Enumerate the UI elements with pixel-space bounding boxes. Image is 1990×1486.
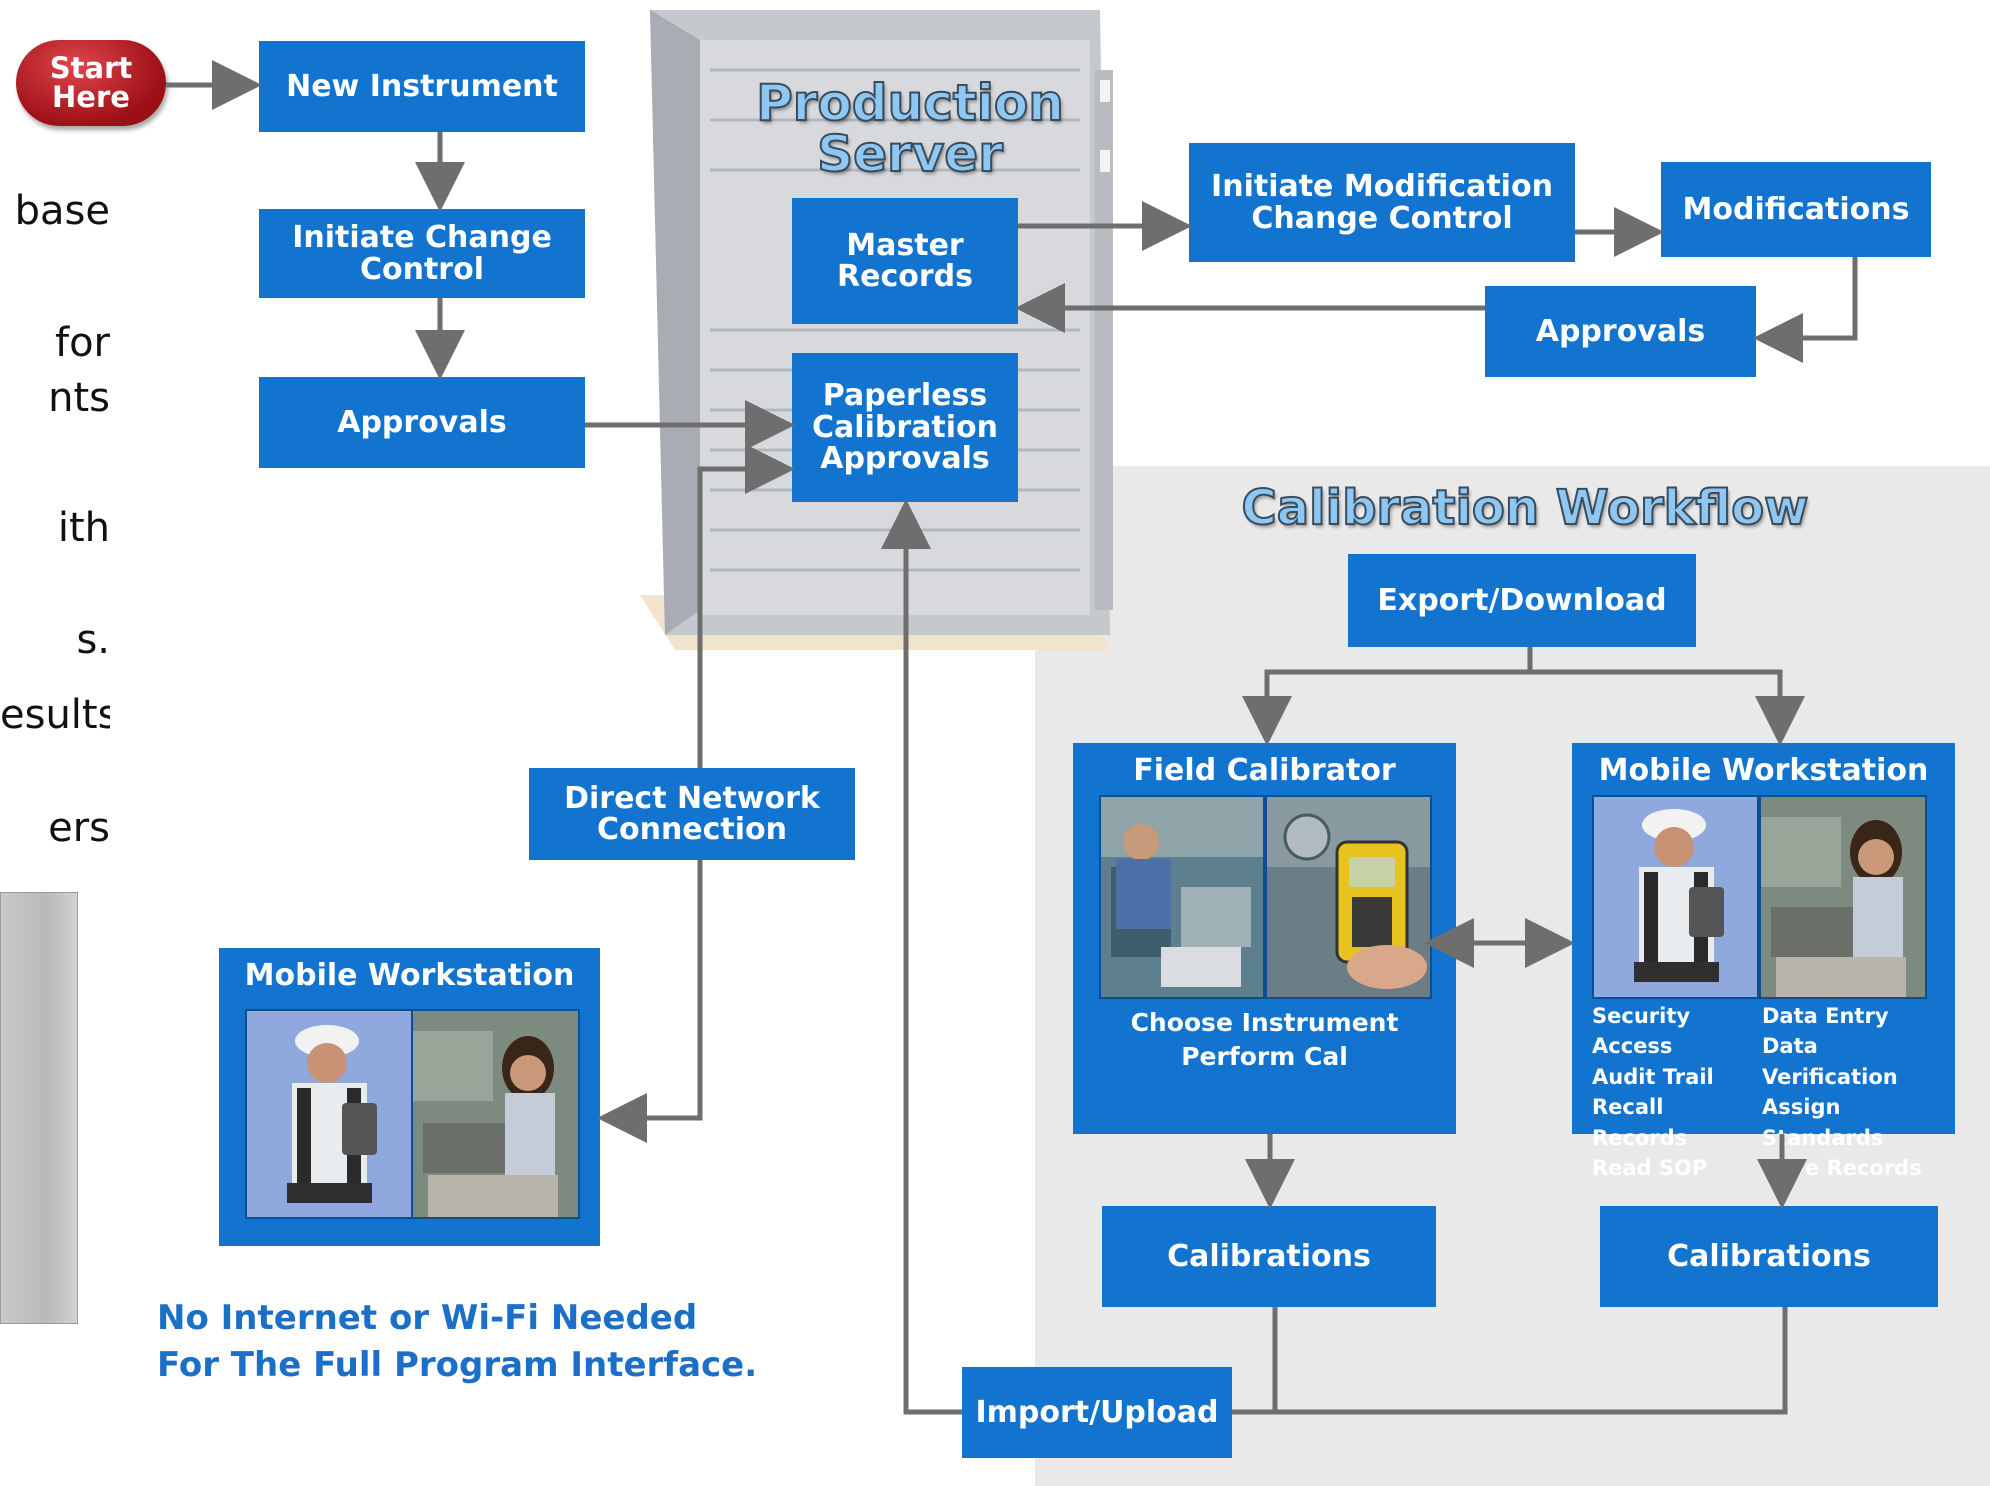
note-line-2: For The Full Program Interface. bbox=[157, 1344, 758, 1385]
left-text-fragment-5: s. bbox=[76, 617, 110, 663]
feature-data-verification: Data Verification bbox=[1762, 1034, 1898, 1089]
modifications-box: Modifications bbox=[1661, 162, 1931, 257]
left-text-fragment-3: nts bbox=[48, 375, 110, 421]
master-records-label: Master Records bbox=[837, 227, 973, 294]
import-upload-box: Import/Upload bbox=[962, 1367, 1232, 1458]
feature-data-entry: Data Entry bbox=[1762, 1004, 1889, 1028]
production-server-title: Production Server bbox=[755, 74, 1065, 183]
calibrations-box-right: Calibrations bbox=[1600, 1206, 1938, 1307]
calibrations-right-label: Calibrations bbox=[1667, 1238, 1871, 1274]
export-download-label: Export/Download bbox=[1377, 582, 1667, 618]
initiate-change-control-label: Initiate Change Control bbox=[292, 220, 552, 287]
office-worker-photo-left bbox=[411, 1009, 580, 1219]
office-worker-photo bbox=[1759, 795, 1927, 999]
approvals-left-label: Approvals bbox=[337, 404, 507, 440]
mobile-workstation-right-title: Mobile Workstation bbox=[1598, 753, 1929, 788]
field-calibrator-title: Field Calibrator bbox=[1133, 753, 1396, 788]
arrow-network-to-paperless bbox=[697, 444, 795, 768]
calibrations-left-label: Calibrations bbox=[1167, 1238, 1371, 1274]
left-text-fragment-4: ith bbox=[57, 505, 110, 551]
initiate-change-control-box: Initiate Change Control bbox=[259, 209, 585, 298]
feature-security-access: Security Access bbox=[1592, 1004, 1691, 1059]
left-text-fragment-6: esults bbox=[0, 692, 110, 738]
paperless-calibration-approvals-box: Paperless Calibration Approvals bbox=[792, 353, 1018, 502]
feature-read-sop: Read SOP bbox=[1592, 1156, 1708, 1181]
calibration-workflow-title: Calibration Workflow bbox=[1241, 479, 1810, 537]
cropped-screenshot-window bbox=[0, 892, 78, 1324]
security-features-list: Security Access Audit Trail Recall Recor… bbox=[1592, 1001, 1762, 1184]
no-internet-note: No Internet or Wi-Fi Needed For The Full… bbox=[157, 1295, 757, 1389]
approvals-box-right: Approvals bbox=[1485, 286, 1756, 377]
initiate-modification-label: Initiate Modification Change Control bbox=[1211, 169, 1553, 236]
mobile-workstation-panel-left: Mobile Workstation bbox=[219, 948, 600, 1246]
arrow-import-to-paperless bbox=[881, 499, 962, 1415]
approvals-box-left: Approvals bbox=[259, 377, 585, 468]
line-calibrations-left-to-import bbox=[1232, 1307, 1278, 1415]
master-records-box: Master Records bbox=[792, 198, 1018, 324]
arrow-export-to-mobile-workstation bbox=[1530, 669, 1805, 746]
approvals-right-label: Approvals bbox=[1535, 313, 1706, 349]
calibrations-box-left: Calibrations bbox=[1102, 1206, 1436, 1307]
start-here-label: Start Here bbox=[49, 51, 133, 114]
modifications-label: Modifications bbox=[1682, 191, 1910, 227]
mobile-workstation-panel-right: Mobile Workstation Security Access Audit… bbox=[1572, 743, 1955, 1180]
direct-network-connection-box: Direct Network Connection bbox=[529, 768, 855, 860]
field-calibrator-panel: Field Calibrator Choose Instrument Perfo… bbox=[1073, 743, 1456, 1134]
worker-tablet-photo-left bbox=[245, 1009, 413, 1219]
arrow-export-to-field-calibrator bbox=[1242, 647, 1533, 746]
arrow-network-to-mobile-workstation bbox=[597, 860, 703, 1143]
left-text-fragment-7: ers bbox=[48, 805, 110, 851]
left-text-fragment-2: for bbox=[55, 320, 110, 366]
field-worker-tablet-photo bbox=[1592, 795, 1759, 999]
feature-recall-records: Recall Records bbox=[1592, 1095, 1688, 1150]
handheld-calibrator-photo bbox=[1265, 795, 1432, 999]
direct-network-connection-label: Direct Network Connection bbox=[564, 780, 820, 847]
mobile-workstation-left-title: Mobile Workstation bbox=[244, 958, 575, 993]
new-instrument-label: New Instrument bbox=[286, 68, 558, 104]
note-line-1: No Internet or Wi-Fi Needed bbox=[157, 1298, 698, 1338]
paperless-calibration-approvals-label: Paperless Calibration Approvals bbox=[812, 378, 998, 477]
feature-audit-trail: Audit Trail bbox=[1592, 1064, 1714, 1089]
field-technician-photo bbox=[1099, 795, 1265, 999]
left-text-fragment-1: base bbox=[14, 188, 110, 234]
import-upload-label: Import/Upload bbox=[975, 1394, 1219, 1430]
arrow-modifications-to-approvals bbox=[1753, 257, 1858, 363]
field-calibrator-caption: Choose Instrument Perform Cal bbox=[1130, 1008, 1399, 1071]
export-download-box: Export/Download bbox=[1348, 554, 1696, 647]
new-instrument-box: New Instrument bbox=[259, 41, 585, 132]
initiate-modification-box: Initiate Modification Change Control bbox=[1189, 143, 1575, 262]
start-here-button[interactable]: Start Here bbox=[16, 40, 166, 126]
line-calibrations-right-to-import bbox=[1232, 1307, 1788, 1415]
